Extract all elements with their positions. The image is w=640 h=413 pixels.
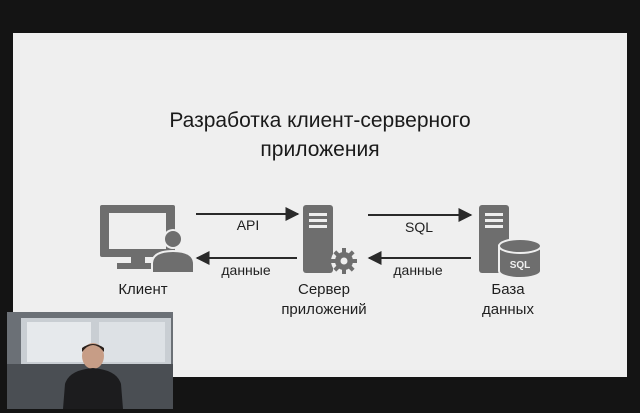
node-label-database: База данных	[463, 280, 553, 320]
edge-label-data-to-client: данные	[221, 262, 271, 278]
architecture-diagram: SQL	[100, 205, 542, 279]
server-database-icon: SQL	[479, 205, 542, 279]
node-label-database-line-1: База	[491, 281, 525, 298]
edge-label-sql: SQL	[404, 219, 433, 235]
node-label-database-line-2: данных	[482, 301, 534, 318]
slide-title: Разработка клиент-серверного приложения	[13, 106, 627, 164]
node-label-server: Сервер приложений	[261, 280, 387, 320]
slide-title-line-1: Разработка клиент-серверного	[169, 109, 471, 132]
webcam-overlay	[7, 312, 173, 409]
node-label-server-line-1: Сервер	[297, 281, 350, 298]
computer-user-icon	[100, 205, 195, 274]
server-gear-icon	[303, 205, 357, 274]
node-label-server-line-2: приложений	[281, 301, 367, 318]
sql-badge: SQL	[510, 260, 531, 271]
slide-title-line-2: приложения	[260, 138, 380, 161]
presenter-video-thumbnail	[7, 312, 173, 409]
edge-label-data-to-server: данные	[393, 262, 443, 278]
edge-label-api: API	[236, 217, 260, 233]
node-label-client: Клиент	[118, 281, 168, 298]
